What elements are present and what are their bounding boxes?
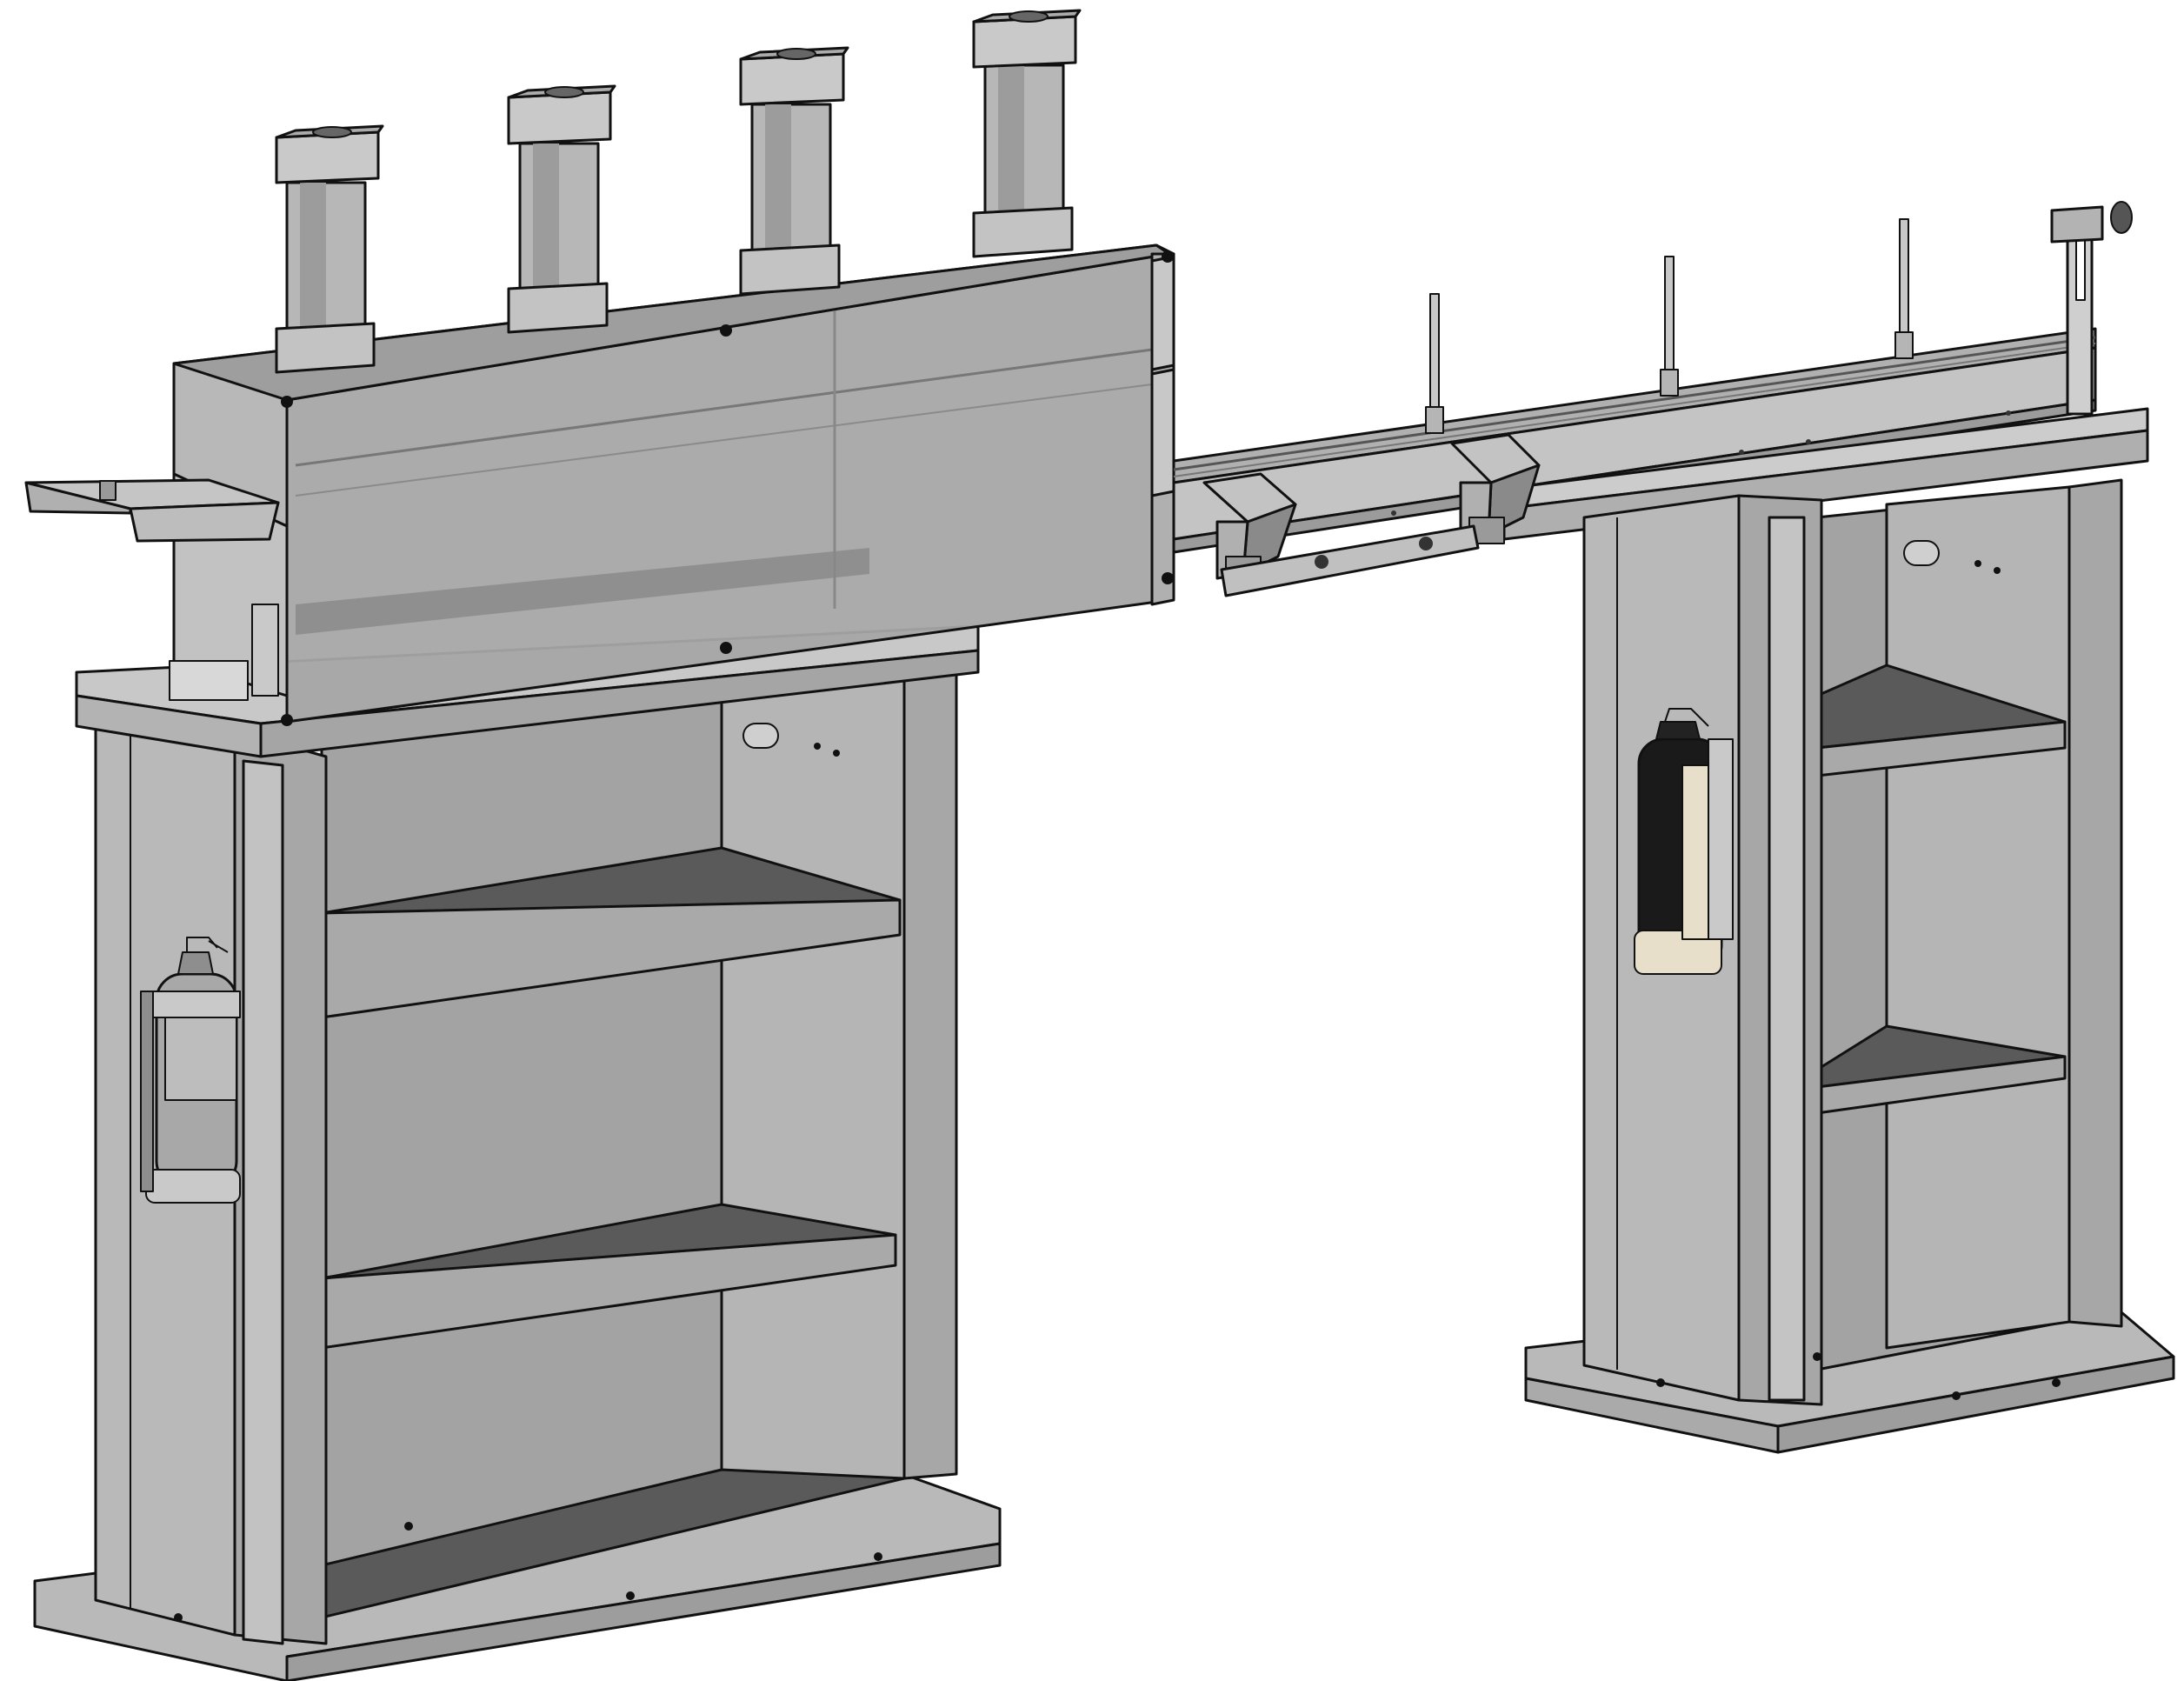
left-right-panel <box>720 633 906 1506</box>
pneumatic-cylinder-icon <box>275 9 1082 374</box>
right-right-panel <box>1885 485 2071 1350</box>
right-handle-slot <box>1903 540 1940 566</box>
actuator-3 <box>739 46 849 296</box>
left-handle-slot <box>742 723 779 749</box>
conveyor-beam <box>1172 201 2149 554</box>
actuator-2 <box>507 84 616 334</box>
actuator-4 <box>972 9 1082 258</box>
fire-extinguisher-icon <box>1634 708 1734 975</box>
clamp-icon <box>1202 433 1541 597</box>
actuator-1 <box>275 124 384 374</box>
fire-extinguisher-icon <box>140 937 241 1204</box>
clamp-2 <box>1450 433 1541 544</box>
guide-pin-icon <box>1425 218 1914 434</box>
feed-tray <box>24 478 280 543</box>
enclosure <box>169 243 1175 726</box>
right-stand <box>1524 478 2175 1454</box>
left-cabinet-back <box>320 659 723 1619</box>
